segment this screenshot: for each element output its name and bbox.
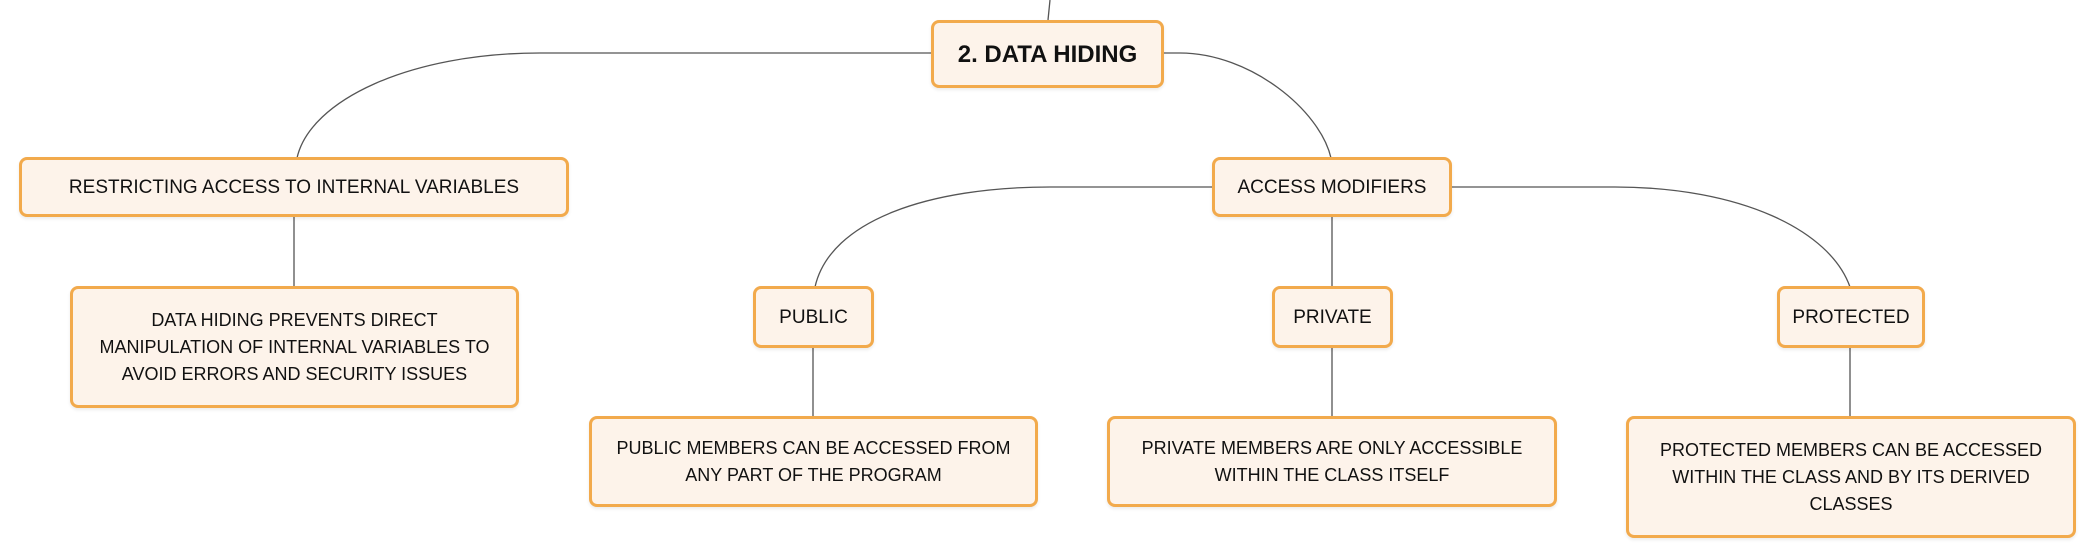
node-data-hiding[interactable]: 2. DATA HIDING <box>931 20 1164 88</box>
node-label: PUBLIC MEMBERS CAN BE ACCESSED FROM ANY … <box>616 437 1011 485</box>
node-label: PRIVATE MEMBERS ARE ONLY ACCESSIBLE WITH… <box>1141 437 1523 485</box>
connector-access-protected <box>1451 186 1851 288</box>
node-restricting-access-detail[interactable]: DATA HIDING PREVENTS DIRECT MANIPULATION… <box>70 286 519 408</box>
node-label: PRIVATE <box>1293 306 1372 328</box>
node-public[interactable]: PUBLIC <box>753 286 874 348</box>
node-label: PROTECTED <box>1792 306 1910 328</box>
connector-root-parent <box>1047 0 1051 21</box>
connector-root-restricting <box>296 52 931 159</box>
node-private[interactable]: PRIVATE <box>1272 286 1393 348</box>
node-label: DATA HIDING PREVENTS DIRECT MANIPULATION… <box>99 309 490 384</box>
node-public-detail[interactable]: PUBLIC MEMBERS CAN BE ACCESSED FROM ANY … <box>589 416 1038 507</box>
node-label: 2. DATA HIDING <box>957 40 1138 68</box>
node-label: PROTECTED MEMBERS CAN BE ACCESSED WITHIN… <box>1659 439 2043 514</box>
node-protected-detail[interactable]: PROTECTED MEMBERS CAN BE ACCESSED WITHIN… <box>1626 416 2076 538</box>
connector-root-access-modifiers <box>1163 52 1332 159</box>
node-access-modifiers[interactable]: ACCESS MODIFIERS <box>1212 157 1452 217</box>
node-label: RESTRICTING ACCESS TO INTERNAL VARIABLES <box>68 176 520 198</box>
node-label: PUBLIC <box>779 306 848 328</box>
node-restricting-access[interactable]: RESTRICTING ACCESS TO INTERNAL VARIABLES <box>19 157 569 217</box>
node-label: ACCESS MODIFIERS <box>1237 176 1427 198</box>
connector-access-public <box>814 186 1213 288</box>
node-protected[interactable]: PROTECTED <box>1777 286 1925 348</box>
node-private-detail[interactable]: PRIVATE MEMBERS ARE ONLY ACCESSIBLE WITH… <box>1107 416 1557 507</box>
